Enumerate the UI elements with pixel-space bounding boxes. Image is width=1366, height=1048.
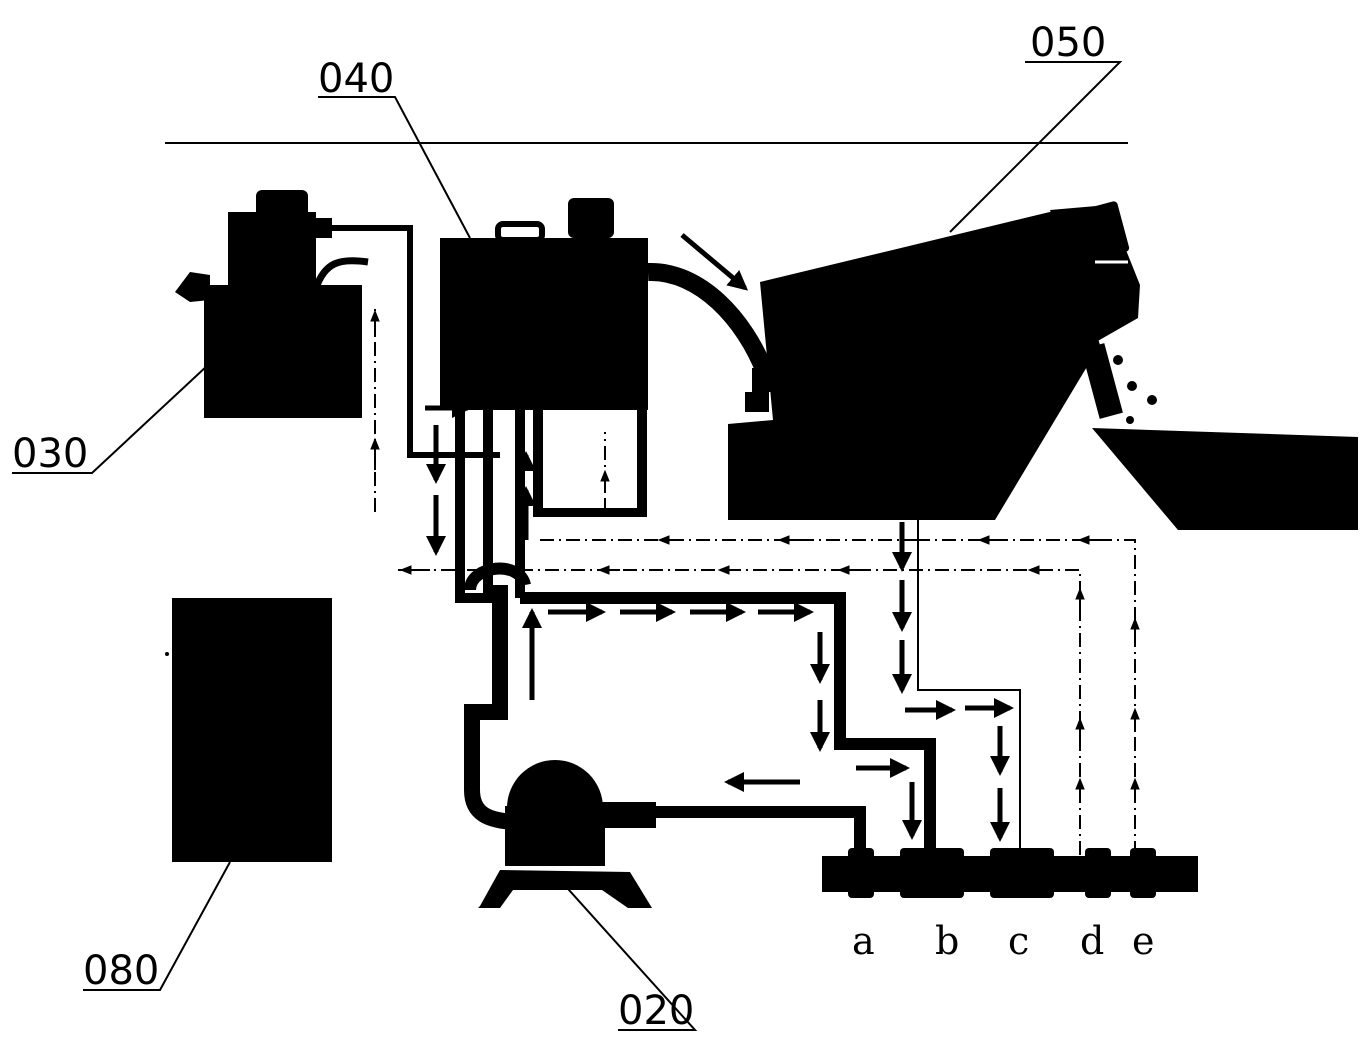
manifold — [822, 848, 1198, 898]
unit-030 — [175, 190, 369, 418]
port-label-a: a — [852, 919, 875, 963]
pump-020 — [478, 760, 656, 908]
port-label-c: c — [1008, 919, 1029, 963]
label-050: 050 — [1030, 20, 1106, 66]
port-label-e: e — [1132, 919, 1155, 963]
label-080: 080 — [83, 948, 159, 994]
label-040: 040 — [318, 56, 394, 102]
unit-050 — [728, 201, 1358, 530]
flow-arrows — [425, 233, 1014, 842]
leader-lines — [12, 61, 1123, 1031]
unit-080 — [172, 598, 332, 862]
return-arrows — [370, 309, 1140, 800]
unit-040 — [440, 198, 778, 517]
port-label-d: d — [1080, 919, 1104, 963]
port-label-b: b — [935, 919, 959, 963]
label-030: 030 — [12, 431, 88, 477]
label-020: 020 — [618, 988, 694, 1034]
